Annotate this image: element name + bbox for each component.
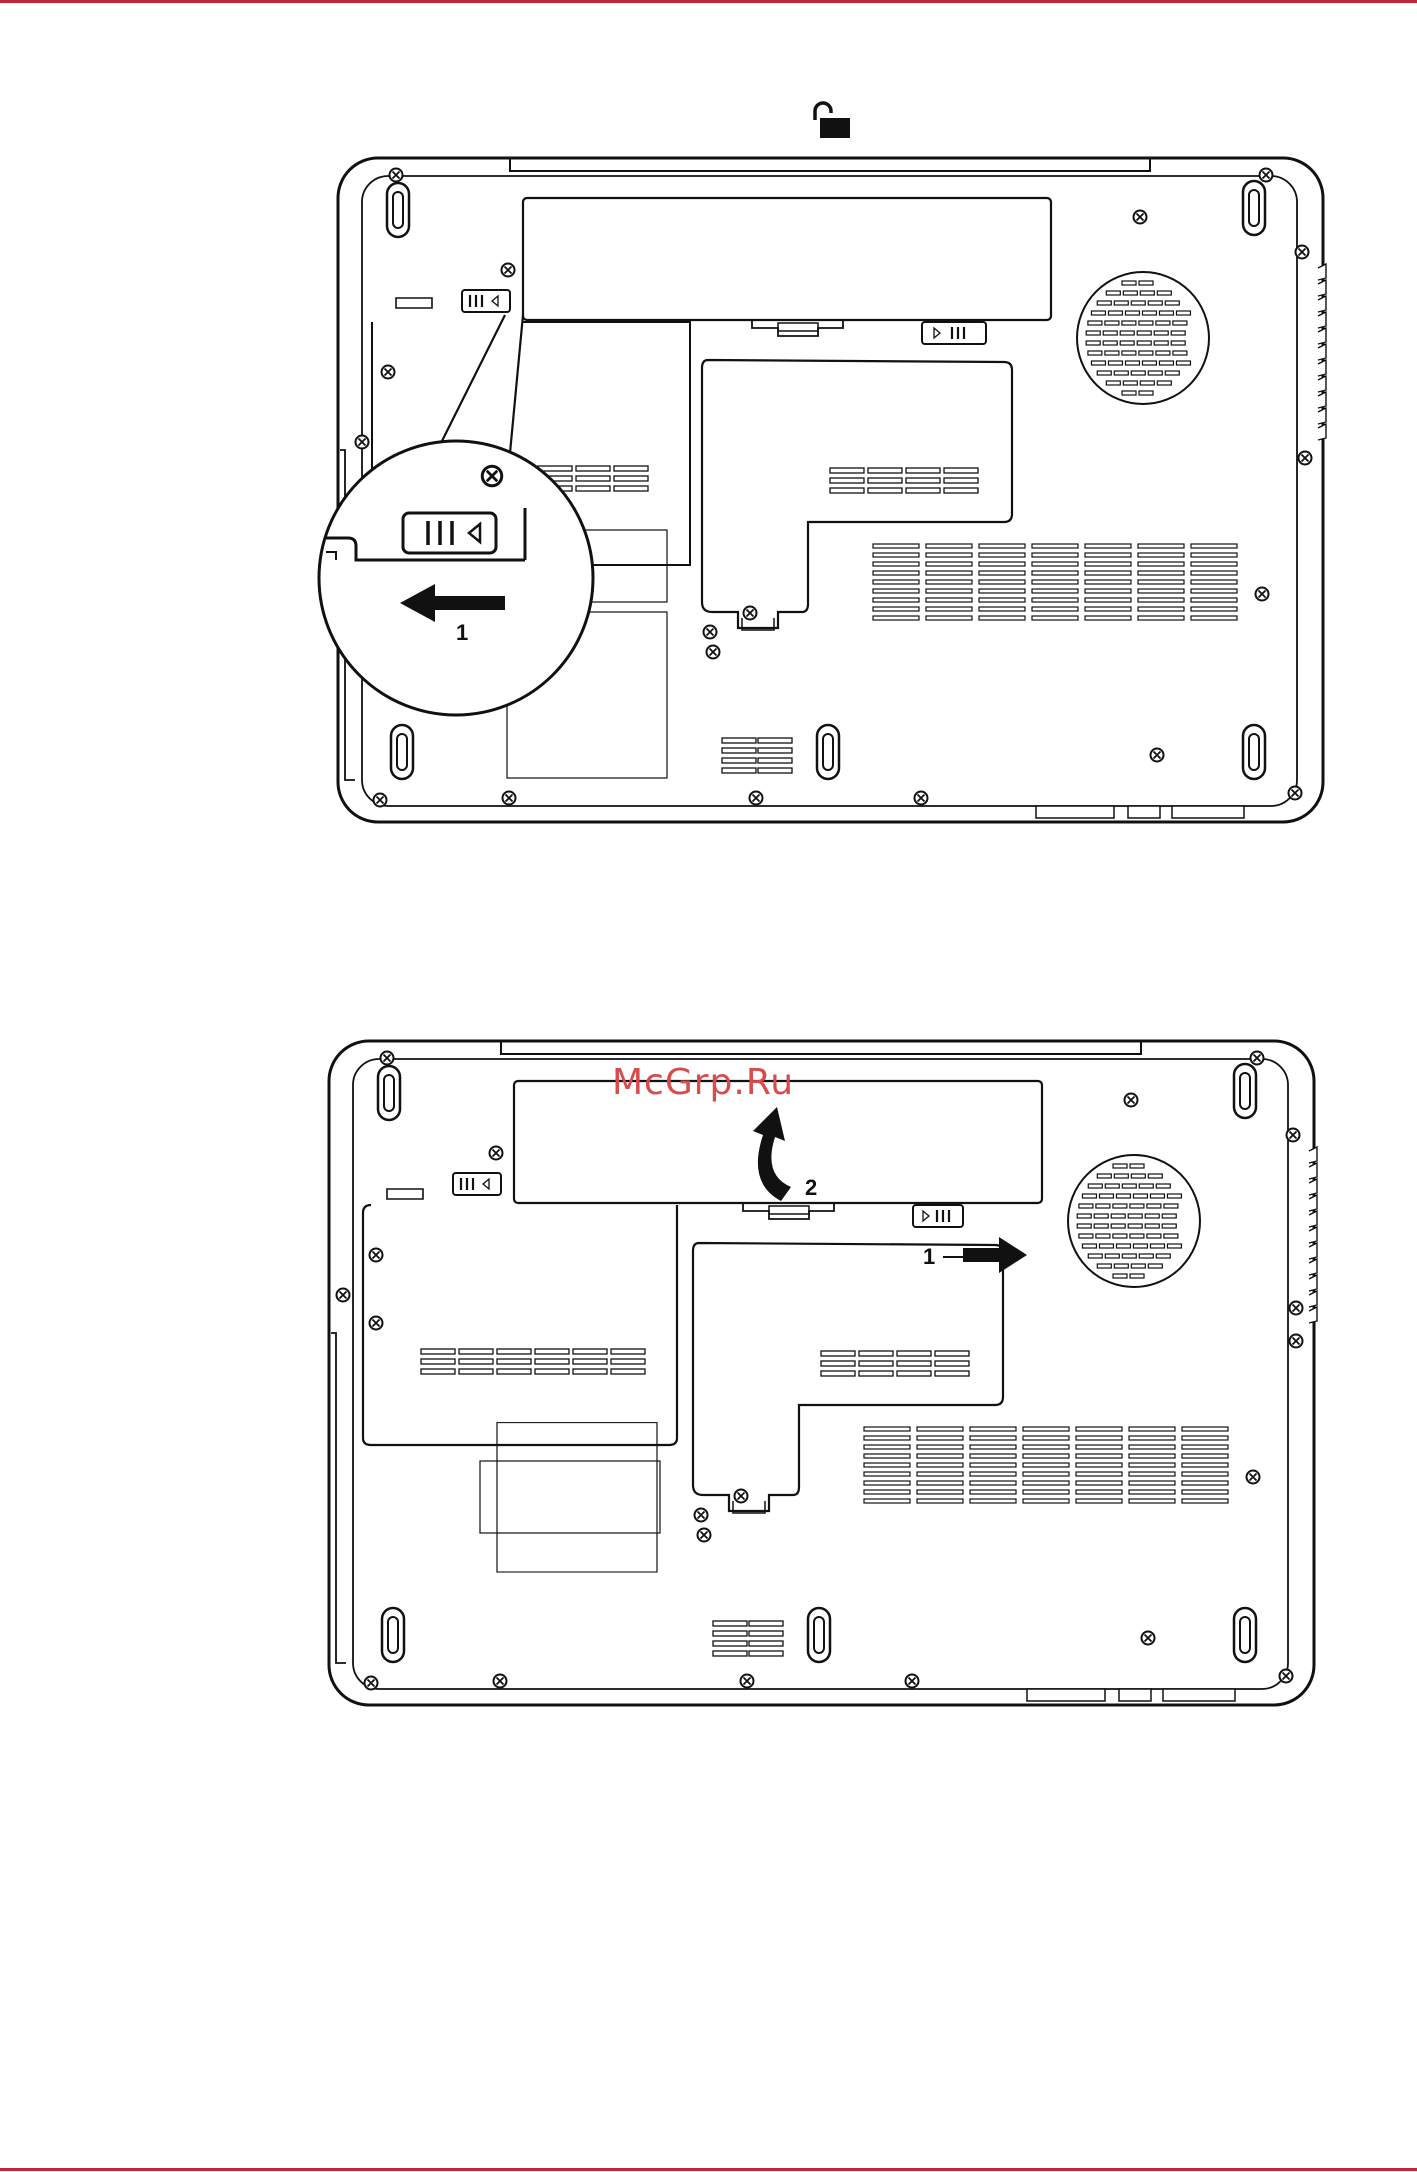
figure-bottom: 2 1 <box>329 1041 1317 1705</box>
side-vent-fins <box>1309 1147 1317 1323</box>
fan-grille <box>1077 272 1209 404</box>
watermark: McGrp.Ru <box>612 1062 832 1110</box>
callout-2-bottom: 2 <box>805 1175 817 1200</box>
battery-lock-latch <box>453 1173 501 1195</box>
battery-pack <box>523 198 1051 336</box>
callout-1-top: 1 <box>456 620 468 645</box>
figure-top: 1 <box>319 103 1326 822</box>
front-ports <box>1027 1689 1235 1701</box>
battery-release-latch <box>913 1205 963 1227</box>
battery-release-latch <box>922 322 986 344</box>
front-ports <box>1036 806 1244 818</box>
battery-lock-latch <box>462 290 510 312</box>
callout-1-bottom: 1 <box>923 1244 935 1269</box>
side-vent-fins <box>1318 264 1326 440</box>
unlock-icon <box>815 103 850 138</box>
fan-grille <box>1068 1155 1200 1287</box>
